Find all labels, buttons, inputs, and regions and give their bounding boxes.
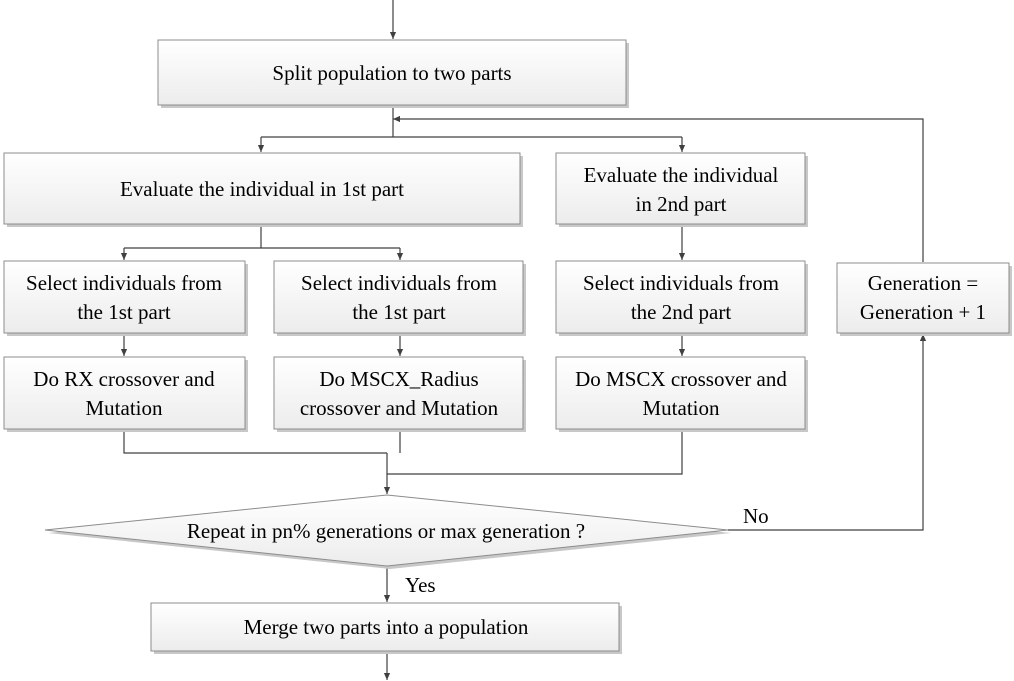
- rx-label-line2: Mutation: [86, 396, 163, 420]
- select1a-label-line2: the 1st part: [77, 300, 170, 324]
- node-eval1: Evaluate the individual in 1st part: [3, 152, 523, 227]
- mscx-radius-label-line1: Do MSCX_Radius: [319, 367, 478, 391]
- eval2-label-line2: in 2nd part: [636, 192, 727, 216]
- select2-label-line1: Select individuals from: [583, 271, 779, 295]
- decision-label: Repeat in pn% generations or max generat…: [187, 519, 585, 543]
- node-select1a: Select individuals from the 1st part: [3, 260, 248, 336]
- eval2-label-line1: Evaluate the individual: [584, 163, 779, 187]
- node-select1b: Select individuals from the 1st part: [273, 260, 526, 336]
- node-merge: Merge two parts into a population: [150, 602, 622, 654]
- mscx-label-line1: Do MSCX crossover and: [575, 367, 787, 391]
- rx-label-line1: Do RX crossover and: [33, 367, 215, 391]
- node-mscx: Do MSCX crossover and Mutation: [555, 356, 808, 432]
- node-decision: Repeat in pn% generations or max generat…: [44, 494, 731, 569]
- no-label: No: [743, 504, 769, 528]
- node-mscx-radius: Do MSCX_Radius crossover and Mutation: [273, 356, 526, 432]
- select1b-label-line1: Select individuals from: [301, 271, 497, 295]
- generation-label-line2: Generation + 1: [860, 300, 986, 324]
- select1b-label-line2: the 1st part: [352, 300, 445, 324]
- node-generation: Generation = Generation + 1: [836, 262, 1012, 336]
- select2-label-line2: the 2nd part: [631, 300, 731, 324]
- node-split: Split population to two parts: [157, 39, 629, 108]
- mscx-radius-label-line2: crossover and Mutation: [300, 396, 499, 420]
- connectors: [120, 0, 927, 680]
- node-eval2: Evaluate the individual in 2nd part: [555, 152, 808, 227]
- no-loop-line: [728, 334, 927, 531]
- node-rx: Do RX crossover and Mutation: [3, 356, 248, 432]
- mscx-merge-line: [387, 429, 683, 475]
- split-label: Split population to two parts: [272, 61, 511, 85]
- generation-loop-line: [393, 115, 924, 262]
- node-select2: Select individuals from the 2nd part: [555, 260, 808, 336]
- generation-label-line1: Generation =: [868, 271, 978, 295]
- merge-label: Merge two parts into a population: [244, 615, 529, 639]
- select1a-label-line1: Select individuals from: [26, 271, 222, 295]
- yes-label: Yes: [405, 573, 436, 597]
- eval1-label: Evaluate the individual in 1st part: [120, 177, 404, 201]
- mscx-label-line2: Mutation: [643, 396, 720, 420]
- rx-merge-line: [123, 429, 387, 454]
